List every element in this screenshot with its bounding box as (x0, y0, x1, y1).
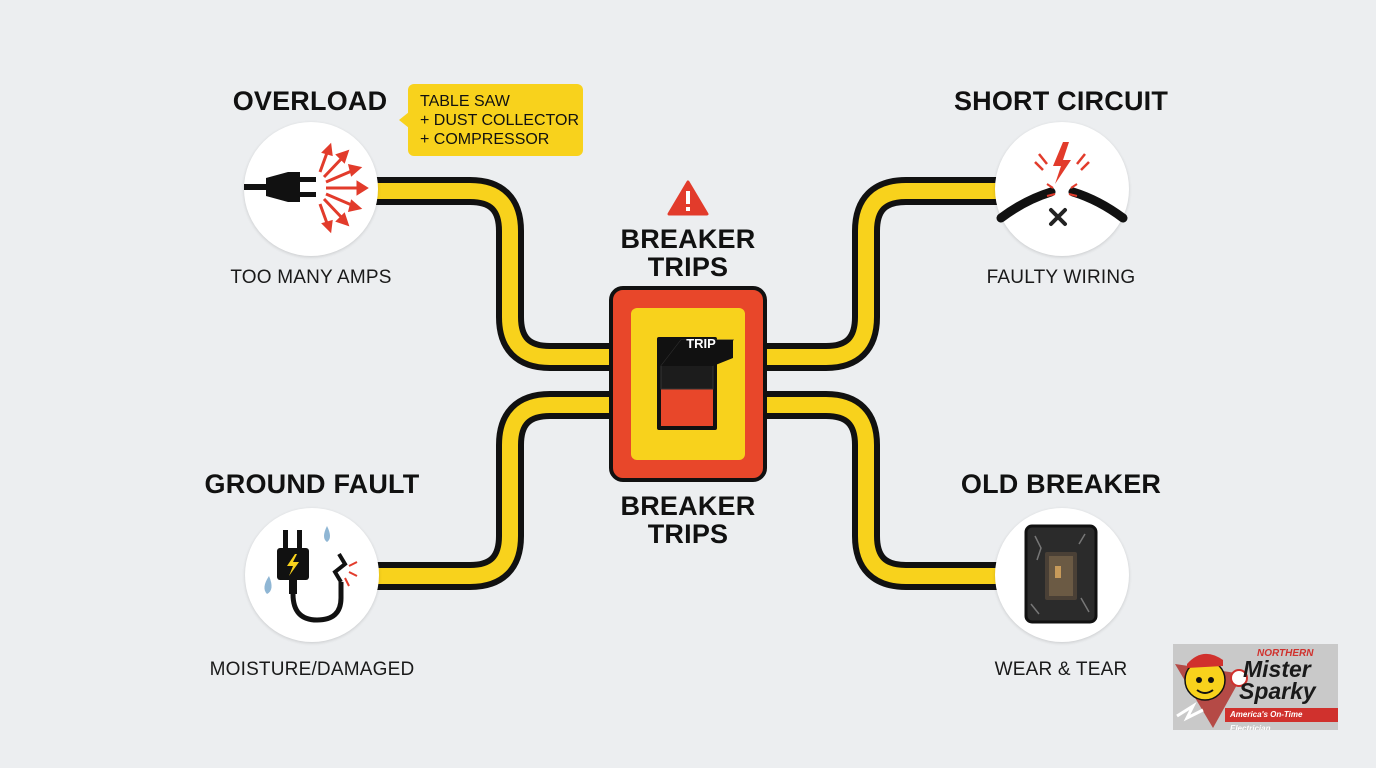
old-breaker-circle (995, 508, 1129, 642)
callout-line-3: + COMPRESSOR (420, 131, 550, 148)
wet-plug-icon (264, 526, 358, 623)
logo-tagline: America's On-Time Electrician (1225, 708, 1338, 730)
logo-line-1: NORTHERN (1257, 648, 1314, 659)
plug-overload-icon (244, 142, 369, 234)
ground-fault-subtitle: MOISTURE/DAMAGED (209, 659, 415, 680)
old-breaker-title: OLD BREAKER (960, 469, 1162, 499)
callout-line-1: TABLE SAW (420, 93, 510, 110)
ground-fault-circle (245, 508, 379, 642)
logo-line-2: Mister (1243, 656, 1311, 682)
mascot-logo-icon (1175, 653, 1248, 728)
breaker-switch: TRIP (609, 286, 767, 482)
short-circuit-subtitle: FAULTY WIRING (986, 267, 1136, 288)
switch-label: TRIP (686, 336, 716, 351)
callout-line-2: + DUST COLLECTOR (420, 112, 580, 129)
center-title-bottom: BREAKER TRIPS (620, 491, 756, 549)
warning-triangle-icon (667, 180, 709, 216)
overload-circle (244, 122, 378, 256)
short-circuit-circle (995, 122, 1129, 256)
broken-wire-spark-icon (996, 142, 1128, 226)
overload-callout: TABLE SAW + DUST COLLECTOR + COMPRESSOR (399, 84, 583, 156)
center-title-top: BREAKER TRIPS (620, 224, 756, 282)
overload-subtitle: TOO MANY AMPS (230, 267, 392, 288)
short-circuit-title: SHORT CIRCUIT (953, 86, 1169, 116)
ground-fault-title: GROUND FAULT (204, 469, 420, 499)
old-breaker-subtitle: WEAR & TEAR (994, 659, 1128, 680)
cracked-breaker-icon (1024, 524, 1098, 624)
logo-line-3: Sparky (1239, 678, 1316, 704)
overload-title: OVERLOAD (232, 86, 388, 116)
mister-sparky-logo: NORTHERN Mister Sparky America's On-Time… (1173, 644, 1338, 730)
